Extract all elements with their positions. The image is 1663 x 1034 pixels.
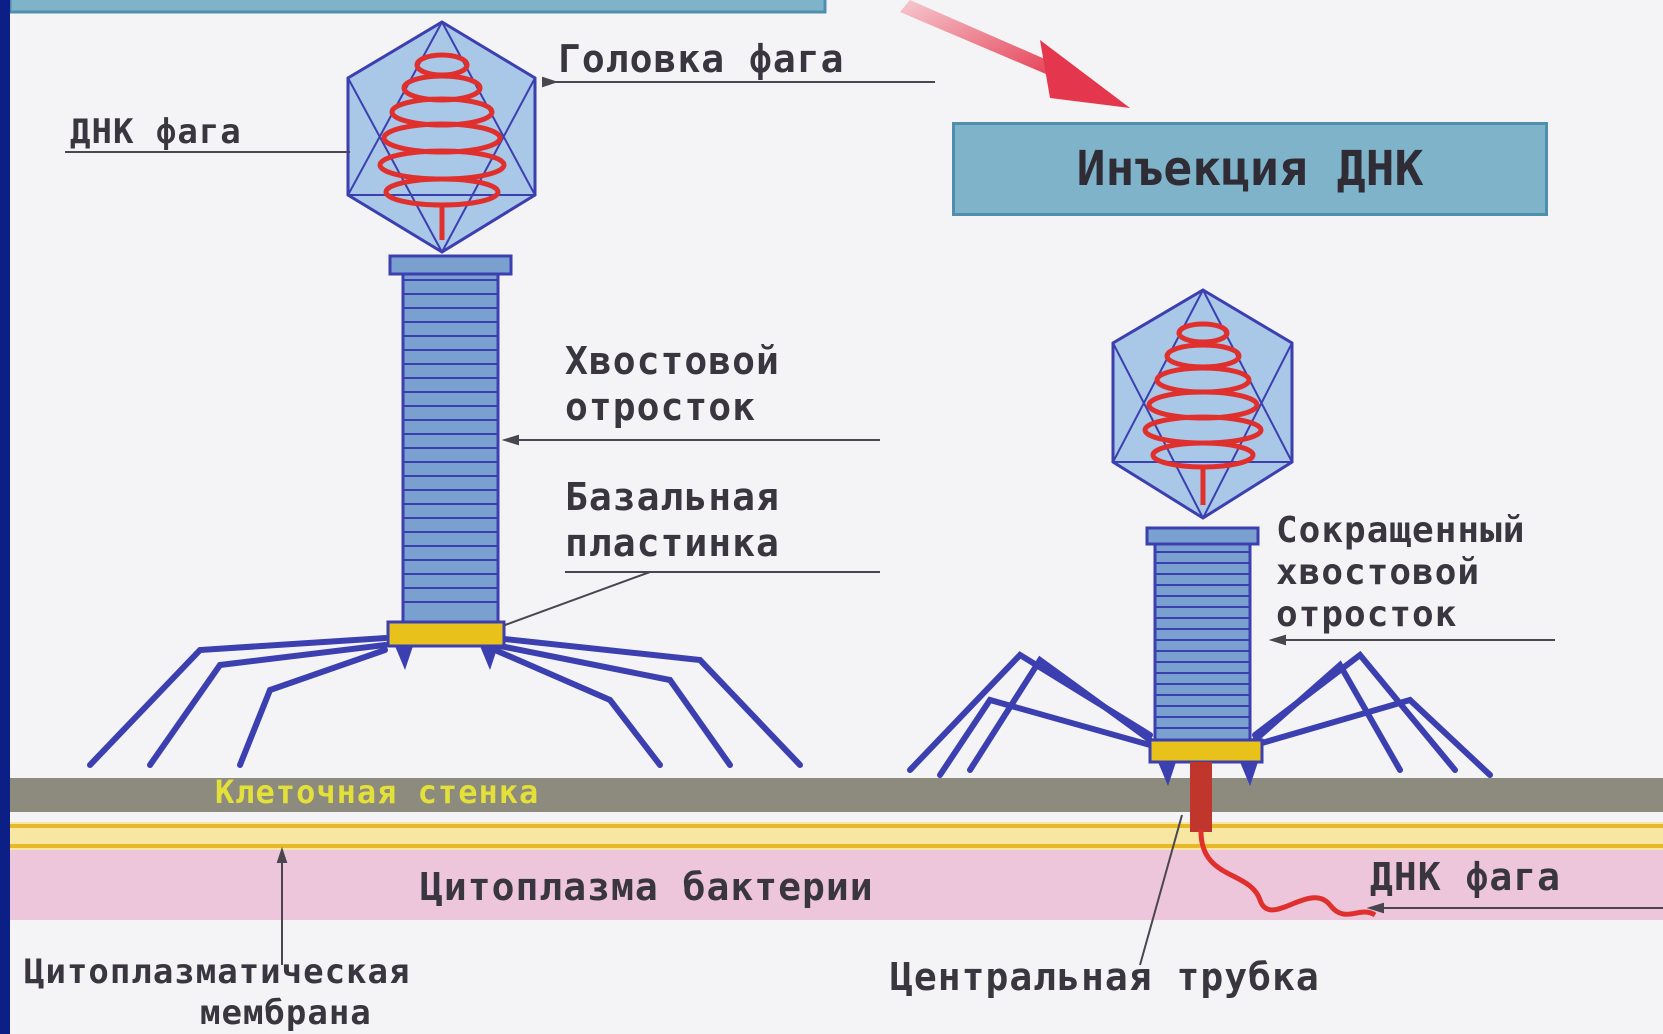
label-cell-wall: Клеточная стенка [215, 776, 539, 810]
top-title-box [10, 0, 825, 12]
injection-title-box: Инъекция ДНК [952, 122, 1548, 216]
injection-title: Инъекция ДНК [1077, 141, 1424, 197]
tail-sheath-left [403, 262, 498, 622]
central-tube [1190, 762, 1212, 832]
phage-diagram: Инъекция ДНК Головка фага ДНК фага Хвост… [10, 0, 1663, 1034]
label-tail-line2: отросток [565, 388, 756, 428]
label-baseplate-line1: Базальная [565, 478, 780, 518]
transition-arrow [900, 0, 1130, 108]
tail-fibers-left [90, 638, 800, 765]
label-cytoplasm: Цитоплазма бактерии [420, 868, 874, 908]
label-tail-line1: Хвостовой [565, 342, 780, 382]
label-contracted-line2: хвостовой [1276, 554, 1480, 592]
label-phage-dna-right: ДНК фага [1370, 858, 1561, 898]
label-baseplate-line2: пластинка [565, 524, 780, 564]
tail-collar-left [390, 256, 511, 274]
label-phage-head: Головка фага [558, 40, 845, 80]
label-central-tube: Центральная трубка [890, 958, 1320, 998]
baseplate-left [388, 622, 504, 646]
label-membrane-line1: Цитоплазматическая [24, 955, 410, 991]
label-contracted-line1: Сокращенный [1276, 512, 1525, 550]
label-contracted-line3: отросток [1276, 596, 1457, 634]
label-membrane-line2: мембрана [200, 996, 372, 1032]
tail-sheath-right [1155, 535, 1250, 740]
label-phage-dna-left: ДНК фага [70, 115, 242, 151]
baseplate-right [1150, 740, 1262, 762]
